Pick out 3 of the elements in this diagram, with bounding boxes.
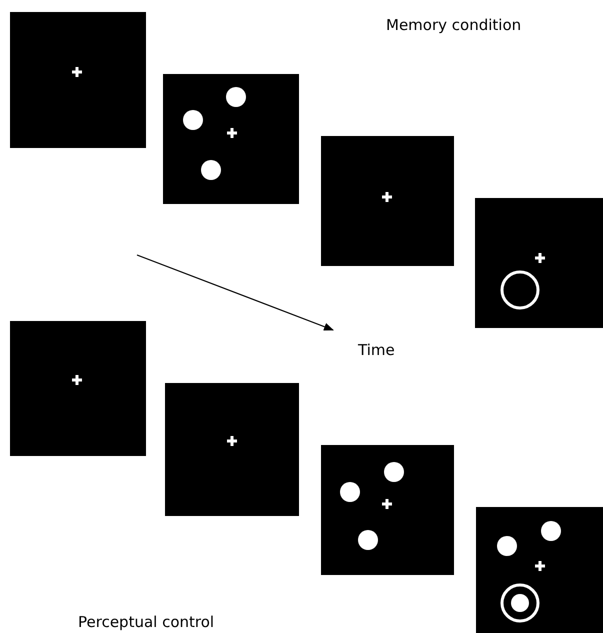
caption-text: Time [358, 341, 395, 359]
caption-text: Perceptual control [78, 613, 214, 631]
caption-text: Memory condition [386, 16, 522, 34]
